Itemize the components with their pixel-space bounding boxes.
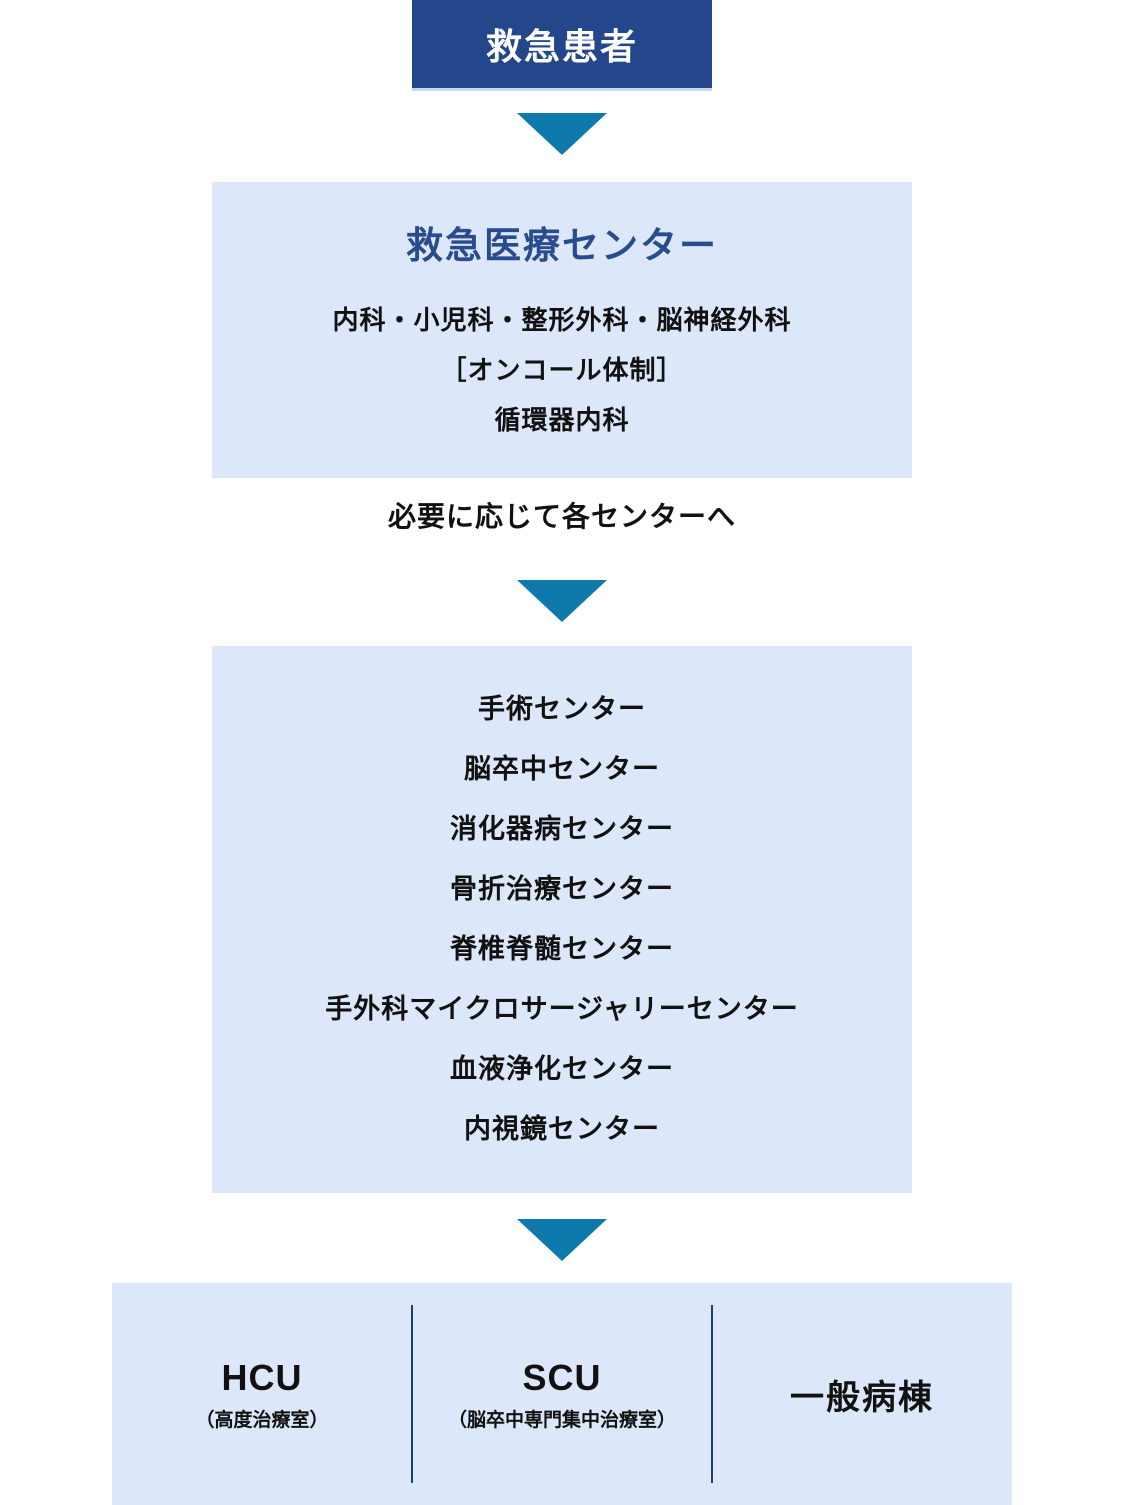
center-item: 内視鏡センター [464,1114,660,1144]
emergency-patient-label: 救急患者 [485,26,638,67]
center-item: 脊椎脊髄センター [450,934,674,964]
emergency-medical-center-box: 救急医療センター 内科・小児科・整形外科・脳神経外科 ［オンコール体制］ 循環器… [212,182,912,478]
ward-subtitle: （高度治療室） [195,1409,329,1431]
ward-title: HCU [221,1356,303,1398]
center-list: 手術センター 脳卒中センター 消化器病センター 骨折治療センター 脊椎脊髄センタ… [212,646,912,1159]
ward-title: SCU [522,1356,602,1398]
emergency-patient-box: 救急患者 [412,0,712,91]
divider [411,1305,413,1483]
cardiology-line: 循環器内科 [494,405,630,435]
oncall-line: ［オンコール体制］ [440,355,684,385]
ward-scu: SCU （脳卒中専門集中治療室） [412,1283,712,1505]
ward-title: 一般病棟 [790,1378,934,1417]
specialty-centers-box: 手術センター 脳卒中センター 消化器病センター 骨折治療センター 脊椎脊髄センタ… [212,646,912,1193]
center-item: 手術センター [478,694,646,724]
department-lines: 内科・小児科・整形外科・脳神経外科 ［オンコール体制］ 循環器内科 [212,295,912,445]
down-arrow-icon [517,1219,607,1261]
transfer-note: 必要に応じて各センターへ [387,501,736,532]
center-item: 消化器病センター [450,814,674,844]
center-item: 血液浄化センター [450,1054,674,1084]
emergency-center-title: 救急医療センター [406,225,718,266]
ward-hcu: HCU （高度治療室） [112,1283,412,1505]
department-line: 内科・小児科・整形外科・脳神経外科 [332,305,792,335]
ward-general: 一般病棟 [712,1283,1012,1505]
down-arrow-icon [517,580,607,622]
down-arrow-icon [517,113,607,155]
ward-subtitle: （脳卒中専門集中治療室） [447,1409,676,1431]
center-item: 骨折治療センター [450,874,674,904]
divider [711,1305,713,1483]
center-item: 脳卒中センター [464,754,660,784]
center-item: 手外科マイクロサージャリーセンター [325,994,799,1024]
wards-box: HCU （高度治療室） SCU （脳卒中専門集中治療室） 一般病棟 [112,1283,1012,1505]
